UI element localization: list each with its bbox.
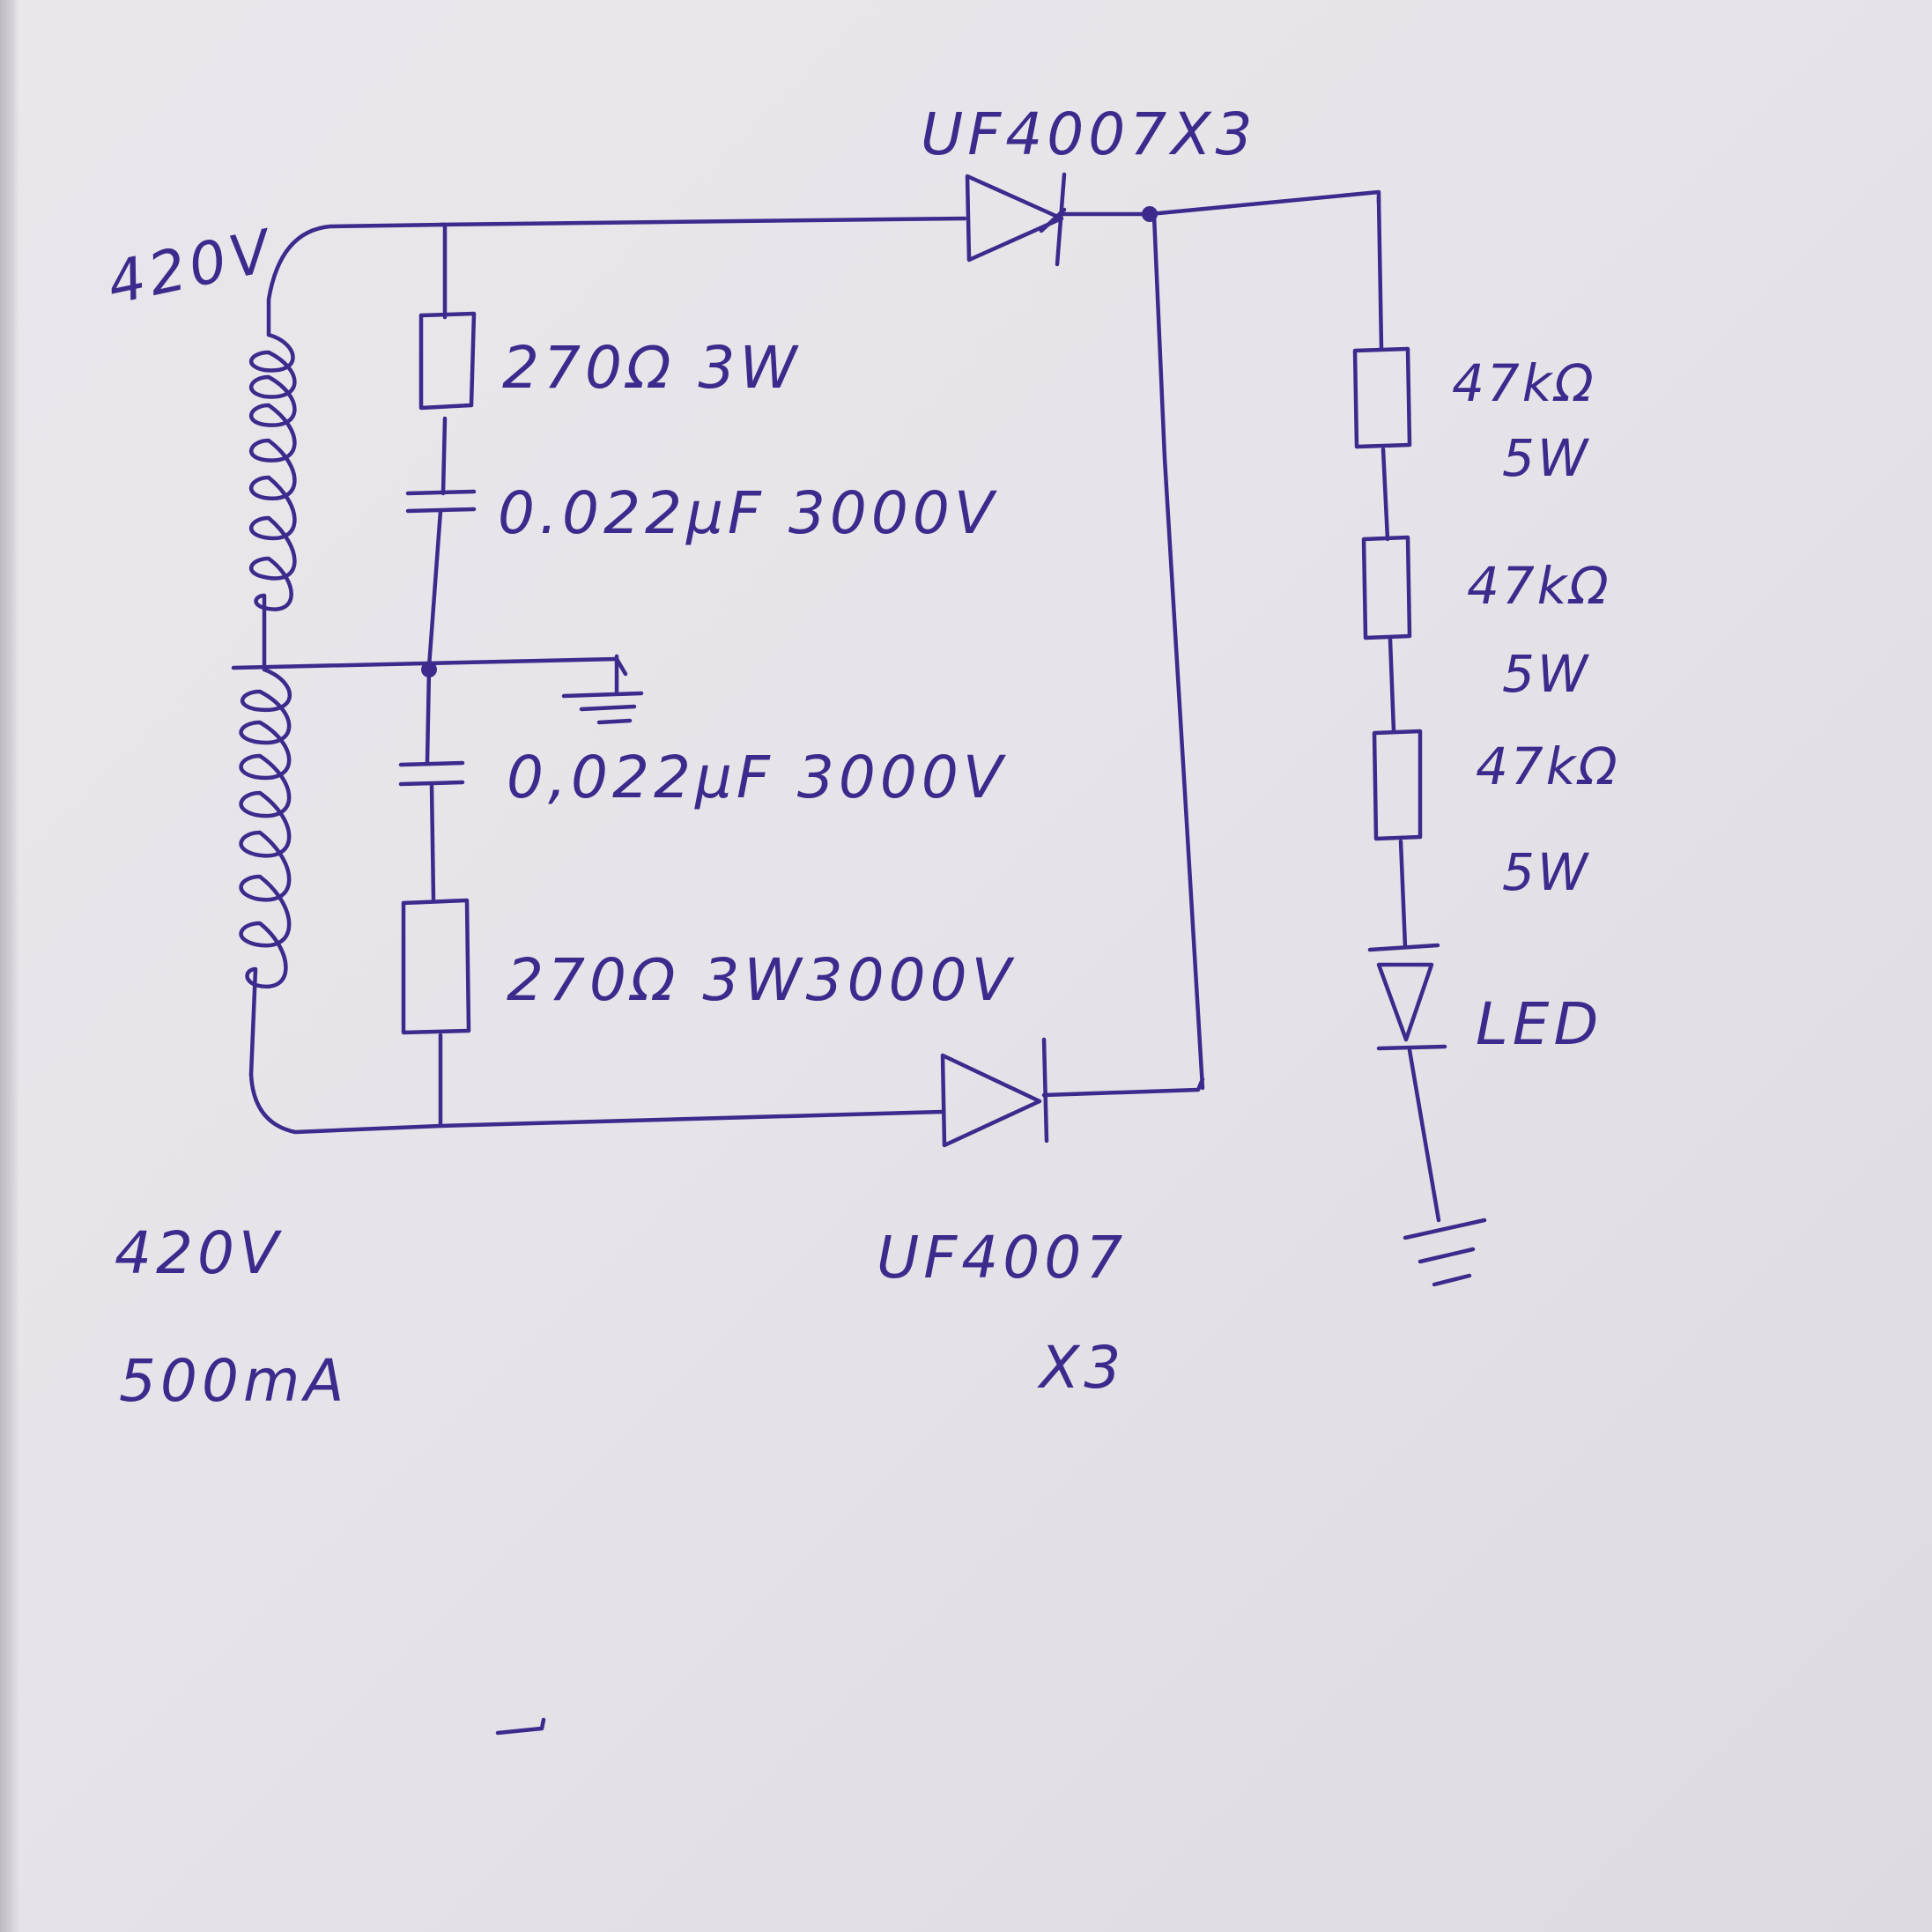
paper-edge-shadow — [0, 0, 19, 1932]
label-resistor-bottom: 270Ω 3W3000V — [507, 946, 1016, 1014]
chain-wire-2 — [1381, 447, 1390, 542]
resistor-top-symbol — [418, 311, 477, 411]
lower-rc-branch — [398, 667, 471, 1126]
bottom-rail-wire — [438, 1109, 945, 1129]
upper-branch-wire-2 — [440, 416, 448, 496]
chain-wire-3 — [1388, 637, 1396, 734]
label-r3-value: 47kΩ — [1476, 737, 1620, 796]
label-capacitor-top: 0.022μF 3000V — [498, 479, 998, 547]
label-r3-power: 5W — [1502, 842, 1590, 902]
coil-lower-winding — [239, 667, 292, 1077]
coil-upper-winding — [248, 332, 297, 672]
chain-wire-1 — [1376, 196, 1384, 351]
bottom-diode-bar — [1041, 1037, 1049, 1144]
top-rail-right-wire — [1059, 189, 1381, 217]
led-symbol — [1367, 943, 1447, 1051]
resistor-bottom-symbol — [401, 898, 471, 1035]
top-diode-body — [965, 174, 1064, 263]
label-transformer-top-voltage: 420V — [101, 217, 280, 318]
label-capacitor-bottom: 0,022μF 3000V — [507, 744, 1007, 811]
label-diode-bottom-part: UF4007 — [877, 1224, 1127, 1292]
bottom-rail-right-wire — [1041, 1077, 1205, 1098]
upper-rc-branch — [405, 225, 477, 670]
r3-symbol — [1372, 729, 1423, 841]
capacitor-top-plate-1 — [405, 489, 477, 496]
top-rail-wire — [438, 216, 967, 227]
label-r2-power: 5W — [1502, 644, 1590, 704]
led-triangle — [1376, 962, 1434, 1042]
r2-symbol — [1361, 535, 1412, 640]
label-led: LED — [1476, 990, 1603, 1058]
label-r1-value: 47kΩ — [1452, 353, 1596, 413]
label-transformer-current: 500mA — [119, 1347, 348, 1415]
transformer-coil — [239, 222, 448, 1135]
label-r1-power: 5W — [1502, 428, 1590, 488]
capacitor-bottom-plate-2 — [398, 780, 465, 787]
chain-wire-5 — [1407, 1047, 1441, 1223]
label-diode-bottom-count: X3 — [1037, 1334, 1125, 1402]
label-resistor-top: 270Ω 3W — [502, 334, 802, 402]
chain-wire-4 — [1398, 839, 1408, 950]
label-diode-top: UF4007X3 — [921, 100, 1256, 168]
bottom-diode-body — [940, 1053, 1042, 1148]
stray-pen-mark — [495, 1717, 546, 1736]
coil-top-lead — [266, 222, 448, 337]
lower-branch-wire-1 — [425, 667, 432, 765]
capacitor-bottom-plate-1 — [398, 760, 465, 767]
label-transformer-bottom-voltage: 420V — [115, 1219, 283, 1287]
upper-branch-wire-3 — [426, 508, 443, 670]
top-diode — [965, 172, 1067, 267]
led-top-bar — [1367, 943, 1440, 952]
cathode-join-wire — [1151, 213, 1205, 1091]
led-bottom-bar — [1376, 1044, 1447, 1051]
lower-branch-wire-2 — [429, 783, 436, 901]
r1-symbol — [1352, 346, 1412, 449]
label-r2-value: 47kΩ — [1467, 556, 1611, 616]
bottom-diode — [940, 1037, 1049, 1148]
coil-bottom-lead — [248, 1072, 443, 1135]
output-resistor-chain — [1352, 196, 1423, 950]
center-ground-icon — [561, 654, 644, 725]
top-diode-bar — [1055, 172, 1067, 267]
output-ground-icon — [1403, 1218, 1487, 1287]
